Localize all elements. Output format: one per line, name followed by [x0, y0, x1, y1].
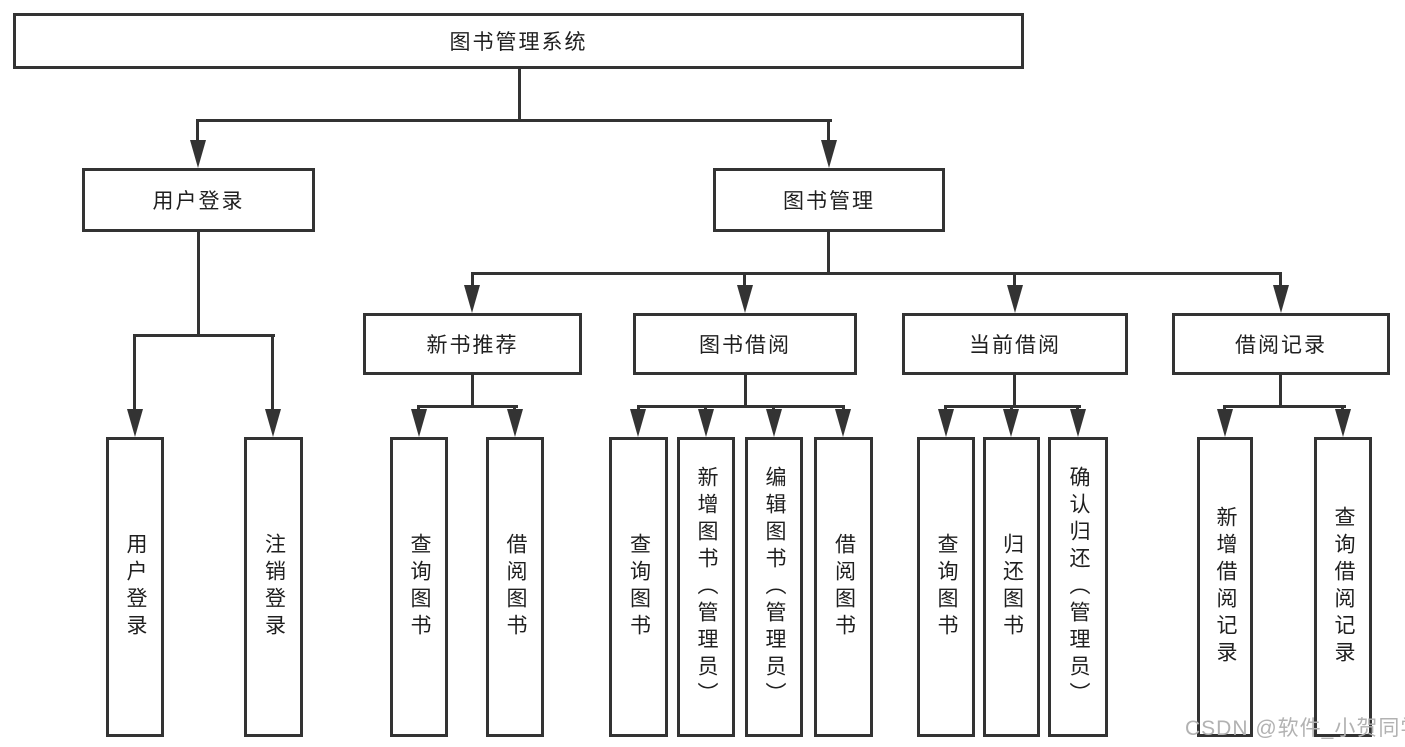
connector-stem	[1279, 272, 1282, 288]
arrow-down-icon	[1003, 409, 1019, 437]
node-borrow-records: 借阅记录	[1172, 313, 1390, 375]
leaf-add-borrow-record: 新增借阅记录	[1197, 437, 1253, 737]
connector-borrowrecords-bus	[1223, 405, 1346, 408]
arrow-down-icon	[821, 140, 837, 168]
connector-stem	[1013, 272, 1016, 288]
watermark: CSDN @软件_小贺同学	[1185, 717, 1405, 740]
connector-bookmgmt-drop	[827, 232, 830, 275]
leaf-query-borrow-record: 查询借阅记录	[1314, 437, 1372, 737]
leaf-borrow-books: 借阅图书	[814, 437, 873, 737]
arrow-down-icon	[630, 409, 646, 437]
connector-userlogin-bus	[133, 334, 275, 337]
arrow-down-icon	[127, 409, 143, 437]
leaf-add-books-admin: 新增图书（管理员）	[677, 437, 735, 737]
arrow-down-icon	[265, 409, 281, 437]
arrow-down-icon	[507, 409, 523, 437]
node-system-root: 图书管理系统	[13, 13, 1024, 69]
arrow-down-icon	[737, 285, 753, 313]
arrow-down-icon	[1007, 285, 1023, 313]
arrow-down-icon	[464, 285, 480, 313]
connector-root-bus	[196, 119, 832, 122]
node-current-borrow: 当前借阅	[902, 313, 1128, 375]
connector-borrowrecords-drop	[1279, 375, 1282, 408]
connector-userlogin-drop	[197, 232, 200, 334]
arrow-down-icon	[411, 409, 427, 437]
connector-bookborrow-bus	[637, 405, 845, 408]
connector-stem	[743, 272, 746, 288]
leaf-query-books-borrow: 查询图书	[609, 437, 668, 737]
connector-stem	[471, 272, 474, 288]
node-book-management: 图书管理	[713, 168, 945, 232]
arrow-down-icon	[938, 409, 954, 437]
connector-currentborrow-drop	[1013, 375, 1016, 408]
leaf-logout: 注销登录	[244, 437, 303, 737]
connector-newbook-drop	[471, 375, 474, 408]
arrow-down-icon	[1070, 409, 1086, 437]
leaf-return-books: 归还图书	[983, 437, 1040, 737]
leaf-user-login: 用户登录	[106, 437, 164, 737]
node-new-book-recommend: 新书推荐	[363, 313, 582, 375]
connector-newbook-bus	[417, 405, 518, 408]
arrow-down-icon	[1217, 409, 1233, 437]
connector-stem	[271, 334, 274, 412]
connector-stem	[827, 119, 830, 143]
leaf-query-books-recommend: 查询图书	[390, 437, 448, 737]
node-book-borrow: 图书借阅	[633, 313, 857, 375]
arrow-down-icon	[698, 409, 714, 437]
arrow-down-icon	[190, 140, 206, 168]
arrow-down-icon	[1273, 285, 1289, 313]
leaf-edit-books-admin: 编辑图书（管理员）	[745, 437, 803, 737]
connector-bookborrow-drop	[744, 375, 747, 408]
connector-stem	[196, 119, 199, 143]
leaf-query-books-current: 查询图书	[917, 437, 975, 737]
leaf-borrow-books-recommend: 借阅图书	[486, 437, 544, 737]
node-user-login: 用户登录	[82, 168, 315, 232]
connector-root-drop	[518, 69, 521, 122]
connector-bookmgmt-bus	[471, 272, 1282, 275]
connector-stem	[133, 334, 136, 412]
arrow-down-icon	[835, 409, 851, 437]
arrow-down-icon	[1335, 409, 1351, 437]
leaf-confirm-return-admin: 确认归还（管理员）	[1048, 437, 1108, 737]
arrow-down-icon	[766, 409, 782, 437]
